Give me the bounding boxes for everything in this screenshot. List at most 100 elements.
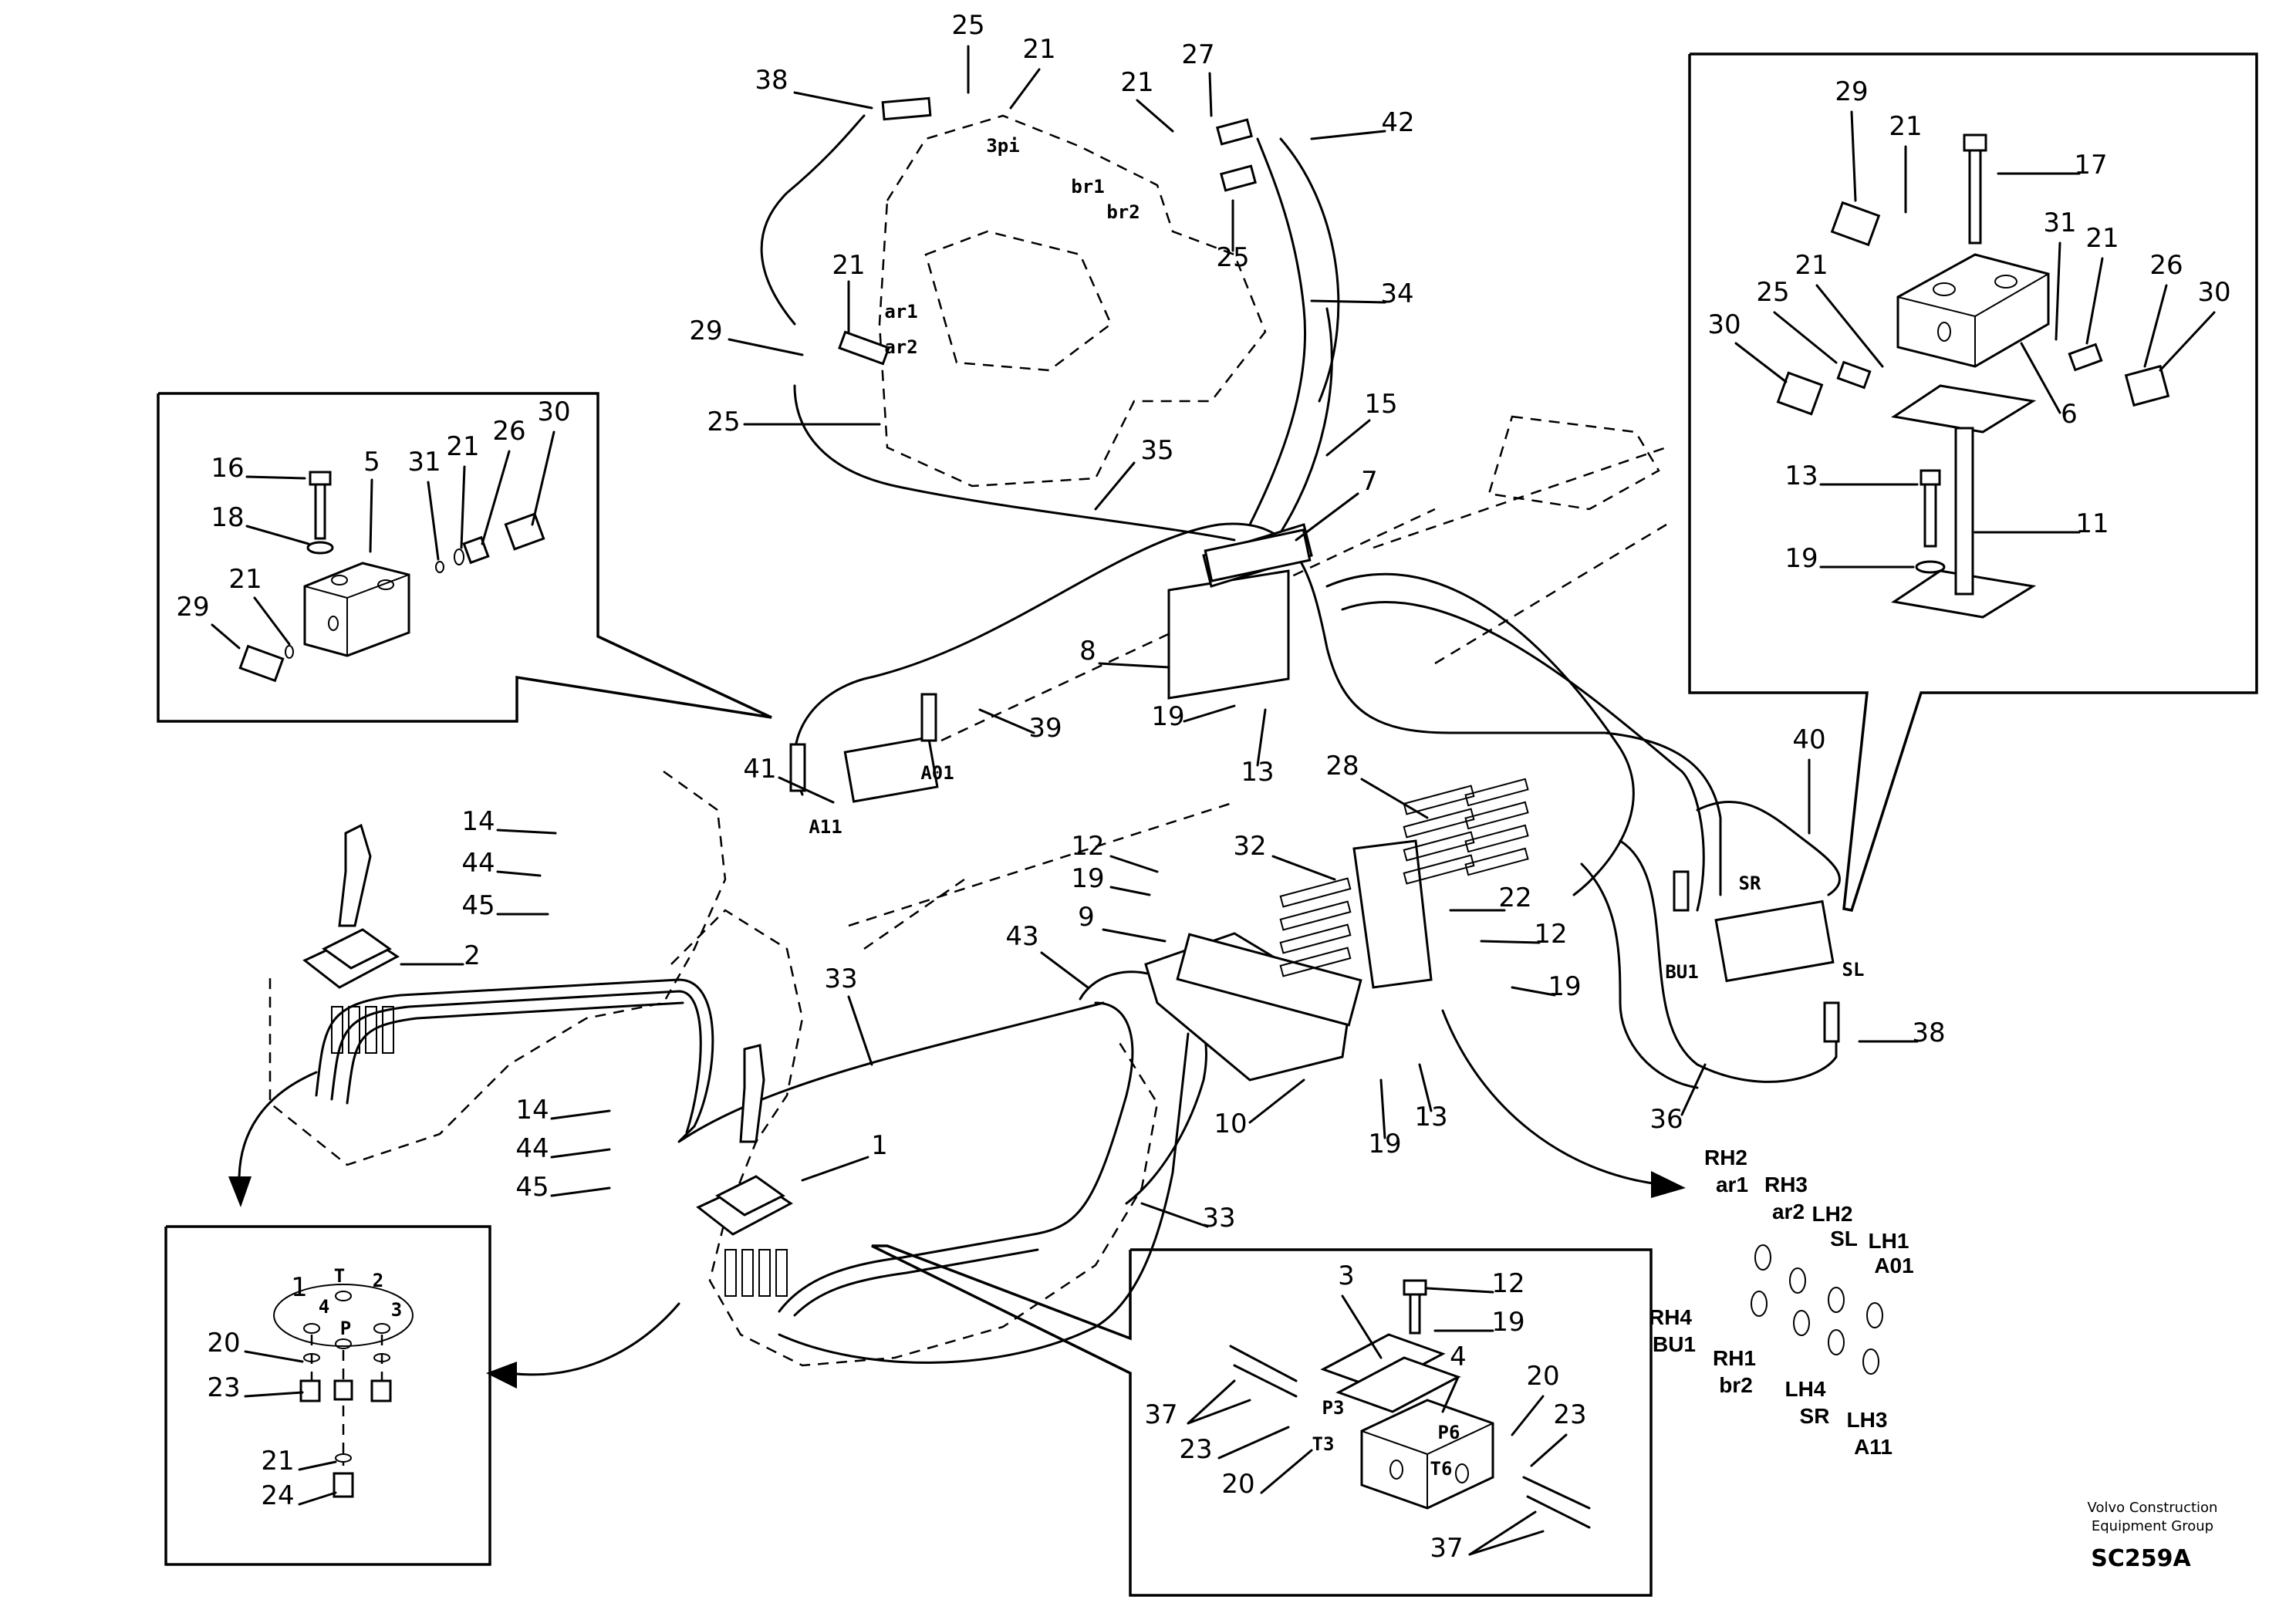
part-number: 1 bbox=[871, 1130, 888, 1161]
part-number: 4 bbox=[1450, 1342, 1467, 1372]
part-number: 10 bbox=[1214, 1109, 1247, 1139]
part-number: 37 bbox=[1430, 1533, 1463, 1564]
part-number: 14 bbox=[461, 806, 495, 837]
leader-lines bbox=[211, 45, 2216, 1556]
port-label: ar2 bbox=[884, 336, 917, 358]
part-number: 20 bbox=[207, 1328, 240, 1358]
port-label: br1 bbox=[1071, 176, 1104, 197]
part-number: 29 bbox=[176, 592, 209, 623]
part-number: 30 bbox=[1707, 309, 1741, 340]
control-valve-outline bbox=[878, 114, 1267, 488]
part-number: 16 bbox=[211, 453, 244, 484]
inset-box-left bbox=[157, 392, 772, 723]
part-number: 18 bbox=[211, 502, 244, 533]
inset-box-right bbox=[1688, 52, 2258, 913]
legend-entry: ar1 bbox=[1716, 1173, 1748, 1196]
part-number: 25 bbox=[1216, 242, 1249, 273]
part-number: 31 bbox=[407, 447, 441, 478]
part-number: 37 bbox=[1144, 1399, 1177, 1430]
port-label: 3 bbox=[391, 1299, 402, 1321]
legend-entry: LH4 bbox=[1785, 1377, 1826, 1401]
part-number: 5 bbox=[363, 447, 380, 478]
part-number: 27 bbox=[1181, 39, 1214, 70]
part-number: 7 bbox=[1361, 466, 1378, 497]
part-number: 32 bbox=[1233, 831, 1266, 862]
credit-line-1: Volvo Construction bbox=[2088, 1500, 2218, 1516]
inset-box-pilot-valve bbox=[164, 1225, 491, 1566]
part-number: 14 bbox=[515, 1095, 549, 1126]
part-number: 29 bbox=[689, 316, 722, 346]
part-number: 3 bbox=[1338, 1261, 1355, 1291]
part-number: 19 bbox=[1368, 1129, 1401, 1159]
credit-block: Volvo Construction Equipment Group SC259… bbox=[2088, 1500, 2218, 1572]
part-number: 12 bbox=[1071, 831, 1104, 862]
part-number: 38 bbox=[1912, 1018, 1945, 1048]
legend-entry: RH3 bbox=[1764, 1173, 1808, 1196]
part-number: 21 bbox=[228, 564, 262, 595]
part-number: 19 bbox=[1491, 1307, 1524, 1338]
part-number: 36 bbox=[1649, 1104, 1683, 1135]
part-number: 8 bbox=[1079, 636, 1096, 667]
legend-entry: LH3 bbox=[1847, 1408, 1888, 1432]
part-number: 26 bbox=[492, 416, 525, 447]
part-number: 11 bbox=[2075, 508, 2109, 539]
part-number: 30 bbox=[537, 397, 570, 427]
part-number: 21 bbox=[1022, 34, 1055, 65]
credit-line-2: Equipment Group bbox=[2092, 1518, 2213, 1534]
port-label: br2 bbox=[1106, 201, 1140, 223]
port-label: SR bbox=[1739, 872, 1761, 894]
part-number: 41 bbox=[743, 754, 776, 785]
port-label: P3 bbox=[1322, 1397, 1345, 1419]
part-number: 19 bbox=[1784, 543, 1818, 574]
joystick-left bbox=[302, 823, 400, 1054]
port-label: T bbox=[334, 1265, 345, 1287]
drawing-code: SC259A bbox=[2091, 1545, 2191, 1572]
part-number: 12 bbox=[1491, 1268, 1524, 1299]
part-number: 21 bbox=[261, 1446, 294, 1477]
legend-entry: BU1 bbox=[1653, 1332, 1696, 1356]
part-number: 39 bbox=[1028, 713, 1062, 744]
part-number: 25 bbox=[1756, 277, 1789, 308]
port-label: ar1 bbox=[884, 301, 917, 322]
port-label: A01 bbox=[920, 762, 954, 784]
port-label: A11 bbox=[809, 816, 842, 838]
part-number: 13 bbox=[1241, 757, 1274, 788]
part-number: 34 bbox=[1380, 278, 1413, 309]
part-number: 24 bbox=[261, 1480, 294, 1511]
clamp-brackets bbox=[1144, 523, 1433, 1082]
joystick-right bbox=[696, 1044, 793, 1297]
part-number: 19 bbox=[1548, 971, 1581, 1002]
legend-port-rings bbox=[1751, 1244, 1883, 1375]
part-number: 21 bbox=[446, 431, 479, 462]
part-number: 20 bbox=[1221, 1469, 1254, 1500]
legend-entry: RH4 bbox=[1649, 1305, 1692, 1329]
part-number: 19 bbox=[1071, 863, 1104, 894]
part-number: 30 bbox=[2197, 277, 2230, 308]
part-number: 23 bbox=[1179, 1434, 1212, 1465]
legend-entry: RH2 bbox=[1704, 1146, 1747, 1169]
part-number: 35 bbox=[1140, 435, 1173, 466]
port-label: SL bbox=[1842, 959, 1865, 980]
port-label: T6 bbox=[1430, 1458, 1453, 1480]
part-number: 44 bbox=[461, 848, 495, 879]
part-number: 42 bbox=[1381, 107, 1414, 138]
part-number: 45 bbox=[515, 1172, 549, 1203]
part-number: 33 bbox=[824, 964, 857, 994]
part-number: 21 bbox=[1889, 111, 1922, 142]
part-number: 2 bbox=[464, 940, 481, 971]
legend-entry: A11 bbox=[1854, 1435, 1893, 1459]
part-number: 33 bbox=[1202, 1203, 1235, 1234]
legend-entry: LH1 bbox=[1869, 1229, 1909, 1253]
part-number: 23 bbox=[207, 1372, 240, 1403]
part-number: 13 bbox=[1414, 1102, 1447, 1132]
cab-outlines bbox=[268, 415, 1667, 1367]
part-number: 6 bbox=[2061, 399, 2078, 430]
part-number: 1 bbox=[291, 1272, 308, 1303]
hose-fittings bbox=[789, 96, 1840, 1043]
part-number: 21 bbox=[832, 250, 865, 281]
legend-entry: SL bbox=[1830, 1227, 1858, 1250]
